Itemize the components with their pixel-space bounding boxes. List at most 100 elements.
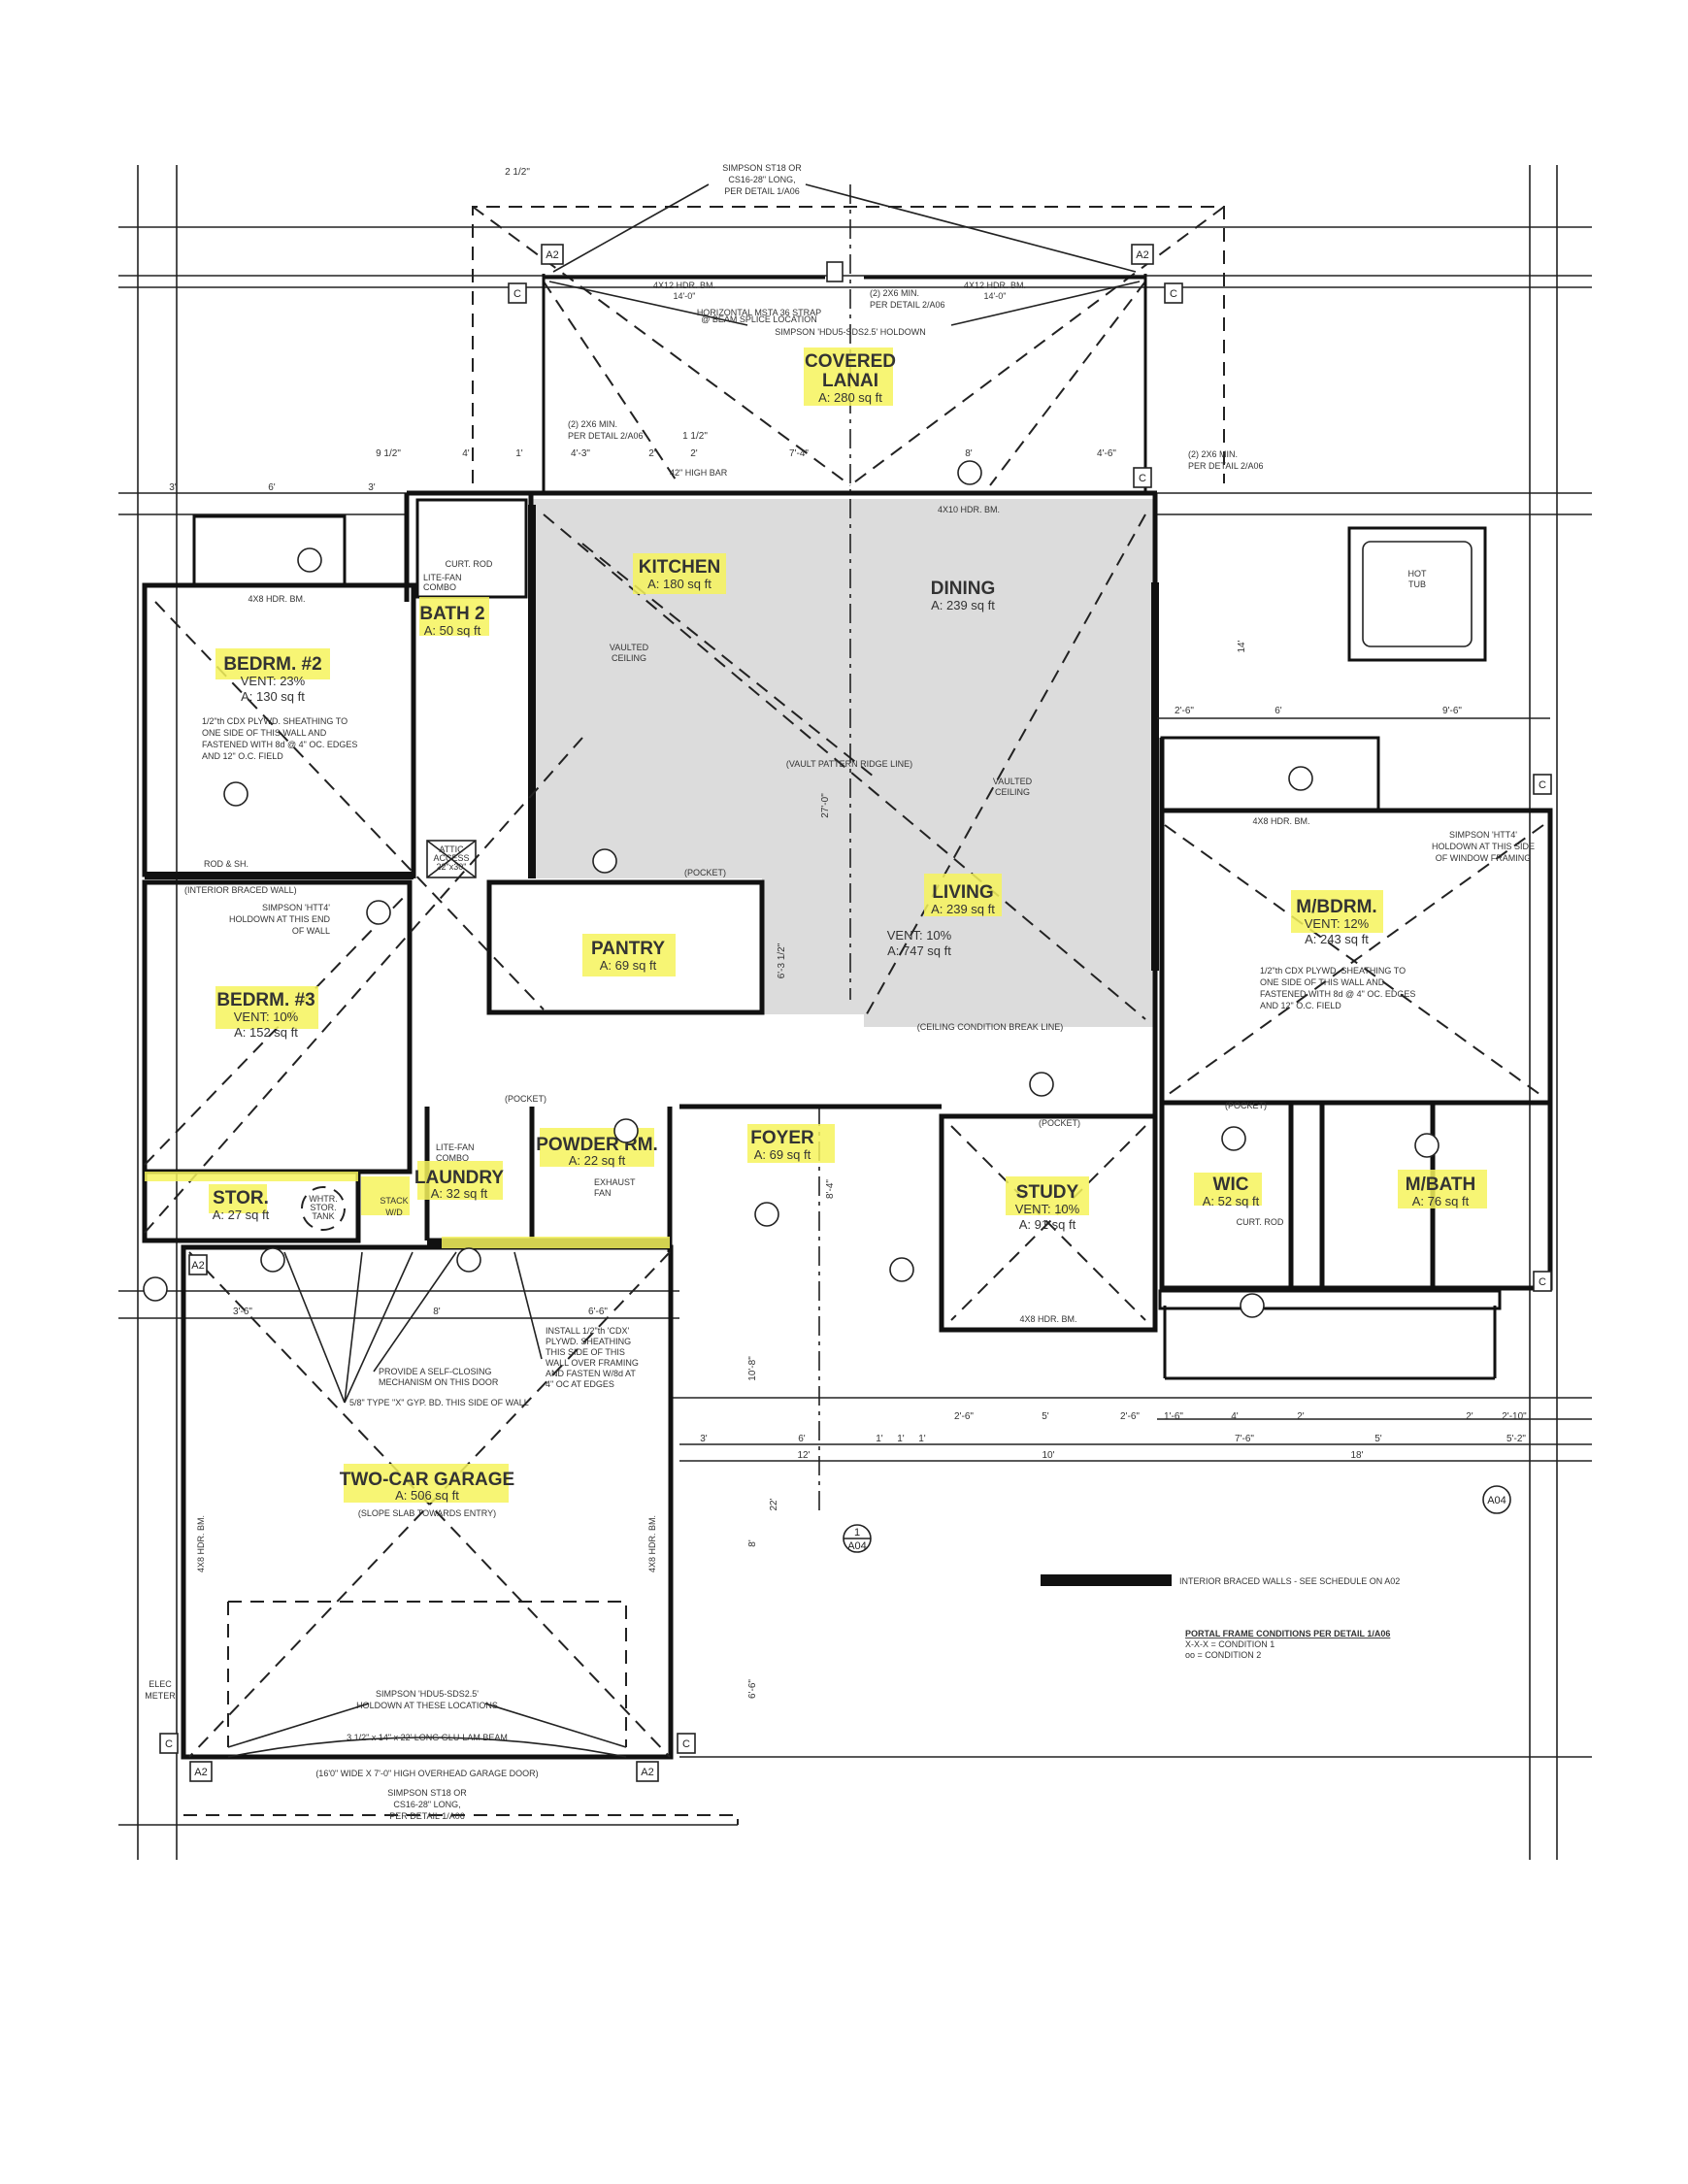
dim: 6' (1274, 706, 1282, 716)
room-area-bedrm3: A: 152 sq ft (234, 1025, 298, 1040)
dim: 1' (876, 1434, 883, 1444)
note-htt4-right: SIMPSON 'HTT4' (1449, 830, 1517, 840)
note-install-cdx: WALL OVER FRAMING (546, 1358, 639, 1368)
note-hdr-mbdrm: 4X8 HDR. BM. (1252, 816, 1309, 826)
note-holdown-lanai: SIMPSON 'HDU5-SDS2.5' HOLDOWN (775, 327, 925, 337)
hot-tub-label: HOT (1408, 569, 1428, 579)
room-name-bedrm3: BEDRM. #3 (216, 990, 314, 1010)
room-name-study: STUDY (1016, 1182, 1079, 1203)
room-vent-bedrm2: VENT: 23% (241, 674, 306, 688)
note-hdr-study: 4X8 HDR. BM. (1019, 1314, 1076, 1324)
garage-slope-note: (SLOPE SLAB TOWARDS ENTRY) (358, 1508, 496, 1518)
room-area-kitchen: A: 180 sq ft (647, 577, 712, 591)
room-name-wic: WIC (1213, 1175, 1249, 1195)
dim: 3' (368, 482, 376, 493)
dim: 3'-6" (233, 1307, 252, 1317)
note-2x6-right: (2) 2X6 MIN. (1188, 449, 1238, 459)
room-name-lanai-2: LANAI (822, 371, 878, 391)
dim: 5'-2" (1506, 1434, 1526, 1444)
tag-c: C (513, 288, 521, 300)
note-sheathing-mbdrm: FASTENED WITH 8d @ 4" OC. EDGES (1260, 989, 1415, 999)
room-area-garage: A: 506 sq ft (395, 1488, 459, 1503)
room-name-foyer: FOYER (750, 1128, 814, 1148)
note-pocket-kitchen: (POCKET) (684, 868, 726, 877)
note-attic: ATTIC (439, 844, 464, 854)
dim: 6' (268, 482, 276, 493)
dim: 4'-3" (571, 448, 590, 459)
note-sheathing-bed2: 1/2"th CDX PLYWD. SHEATHING TO (202, 716, 348, 726)
dim: 6'-3 1/2" (777, 943, 787, 978)
note-hdr-left: 4X12 HDR. BM. (653, 281, 715, 290)
dim: 10'-8" (747, 1356, 758, 1381)
room-area-pantry: A: 69 sq ft (600, 958, 657, 973)
note-vaulted: VAULTED (610, 643, 649, 652)
note-hdr-right: 4X12 HDR. BM. (964, 281, 1026, 290)
legend-condition-2: oo = CONDITION 2 (1185, 1650, 1261, 1660)
tag-a2: A2 (546, 249, 558, 261)
room-name-pantry: PANTRY (591, 939, 665, 959)
note-2x6-center: (2) 2X6 MIN. (870, 288, 919, 298)
room-name-lanai: COVERED (805, 351, 896, 372)
grid-lines (118, 165, 1592, 1860)
tag-a2: A2 (191, 1260, 204, 1272)
note-water-tank: STOR. (310, 1203, 336, 1212)
note-simpson-bottom: PER DETAIL 1/A06 (389, 1811, 465, 1821)
room-labels: COVERED LANAI A: 280 sq ft KITCHEN A: 18… (213, 351, 1476, 1518)
dim: 2 1/2" (505, 167, 530, 178)
note-attic: 22"x30" (437, 862, 467, 872)
note-simpson-top: PER DETAIL 1/A06 (724, 186, 800, 196)
lanai-outline (472, 206, 1225, 493)
room-area-foyer: A: 69 sq ft (754, 1147, 811, 1162)
room-area-mbath: A: 76 sq ft (1412, 1194, 1470, 1208)
note-water-tank: TANK (312, 1211, 334, 1221)
room-name-stor: STOR. (213, 1188, 269, 1208)
note-hdr-bed2: 4X8 HDR. BM. (248, 594, 305, 604)
legend-hatch-swatch (1041, 1574, 1172, 1586)
tag-c: C (1139, 473, 1146, 484)
note-simpson-top: CS16-28" LONG, (728, 175, 795, 184)
room-area-lanai: A: 280 sq ft (818, 390, 882, 405)
dim: 2' (1297, 1411, 1305, 1422)
note-sheathing-bed2: ONE SIDE OF THIS WALL AND (202, 728, 327, 738)
dim: 7'-6" (1235, 1434, 1254, 1444)
tag-c: C (1539, 1276, 1546, 1288)
highlights (145, 347, 1487, 1503)
note-lite-fan-laundry: LITE-FAN (436, 1142, 475, 1152)
note-hdr-garage-left: 4X8 HDR. BM. (196, 1515, 206, 1572)
note-install-cdx: AND FASTEN W/8d AT (546, 1369, 636, 1378)
room-name-bath2: BATH 2 (419, 604, 484, 624)
note-elec-meter: METER (145, 1691, 176, 1701)
note-exhaust-fan: FAN (594, 1188, 612, 1198)
note-interior-braced: (INTERIOR BRACED WALL) (184, 885, 297, 895)
note-simpson-top: SIMPSON ST18 OR (722, 163, 802, 173)
room-vent-mbdrm: VENT: 12% (1305, 916, 1370, 931)
dim: 5' (1374, 1434, 1382, 1444)
dim: 4' (1231, 1411, 1239, 1422)
note-self-closing: MECHANISM ON THIS DOOR (379, 1377, 499, 1387)
note-pocket-study: (POCKET) (1039, 1118, 1080, 1128)
note-hdr-garage-right: 4X8 HDR. BM. (647, 1515, 657, 1572)
room-area-bedrm2: A: 130 sq ft (241, 689, 305, 704)
note-curt-rod: CURT. ROD (446, 559, 493, 569)
room-area-bath2: A: 50 sq ft (424, 623, 481, 638)
note-htt4-right: HOLDOWN AT THIS SIDE (1432, 842, 1535, 851)
note-install-cdx: INSTALL 1/2"th 'CDX' (546, 1326, 629, 1336)
dim: 1'-6" (1164, 1411, 1183, 1422)
room-name-laundry: LAUNDRY (414, 1168, 505, 1188)
note-2x6-center: PER DETAIL 2/A06 (870, 300, 945, 310)
section-marker-a04-right (1482, 1485, 1511, 1514)
dim: 2' (690, 448, 698, 459)
dim: 2' (1466, 1411, 1473, 1422)
dim: 2' (648, 448, 656, 459)
note-simpson-bottom: CS16-28" LONG, (393, 1800, 460, 1809)
room-name-mbath: M/BATH (1406, 1175, 1475, 1195)
dim: 22' (769, 1498, 779, 1510)
tag-c: C (1170, 288, 1177, 300)
dim: 27'-0" (820, 793, 831, 818)
note-htt4-left: HOLDOWN AT THIS END (229, 914, 331, 924)
tag-c: C (1539, 779, 1546, 791)
section-a04-left: A04 (847, 1540, 867, 1552)
room-name-dining: DINING (931, 579, 996, 599)
note-lite-fan-laundry: COMBO (436, 1153, 469, 1163)
room-area-laundry: A: 32 sq ft (431, 1186, 488, 1201)
